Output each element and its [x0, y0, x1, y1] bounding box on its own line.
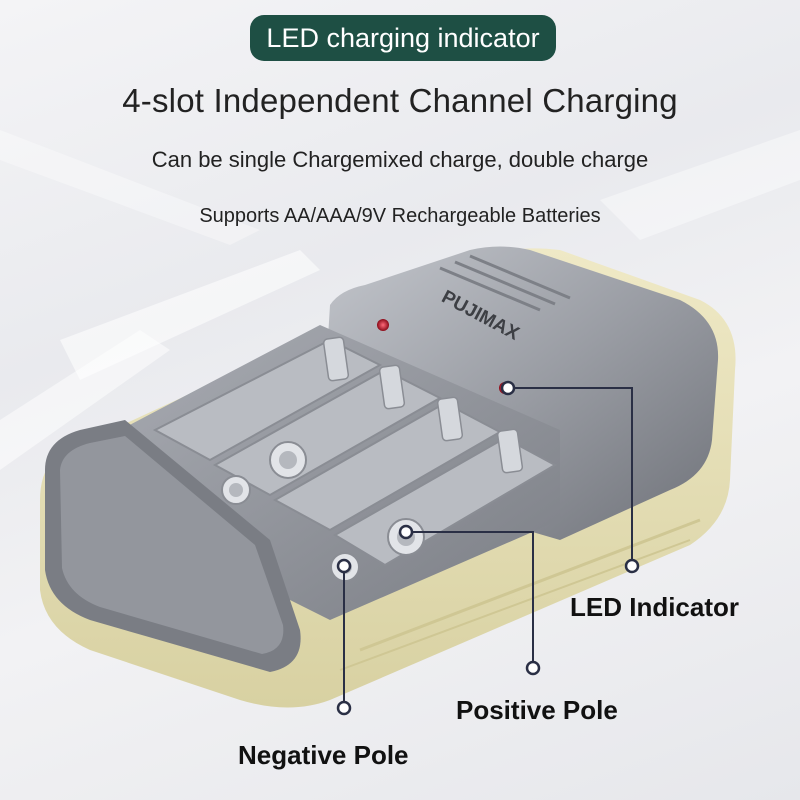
- callout-line-positive: [406, 531, 534, 668]
- callout-dots: [336, 380, 640, 716]
- led-light-1: [377, 319, 389, 331]
- negative-pole-label: Negative Pole: [238, 740, 409, 770]
- subtitle-battery-support: Supports AA/AAA/9V Rechargeable Batterie…: [199, 205, 601, 227]
- positive-pole-label: Positive Pole: [456, 695, 618, 725]
- led-indicator-label: LED Indicator: [570, 592, 740, 622]
- headline: 4-slot Independent Channel Charging: [122, 82, 678, 119]
- led-charging-badge: LED charging indicator: [250, 15, 556, 61]
- nine-volt-terminals: [221, 441, 425, 582]
- subtitle-charge-modes: Can be single Chargemixed charge, double…: [151, 147, 649, 172]
- callout-line-led: [508, 387, 633, 566]
